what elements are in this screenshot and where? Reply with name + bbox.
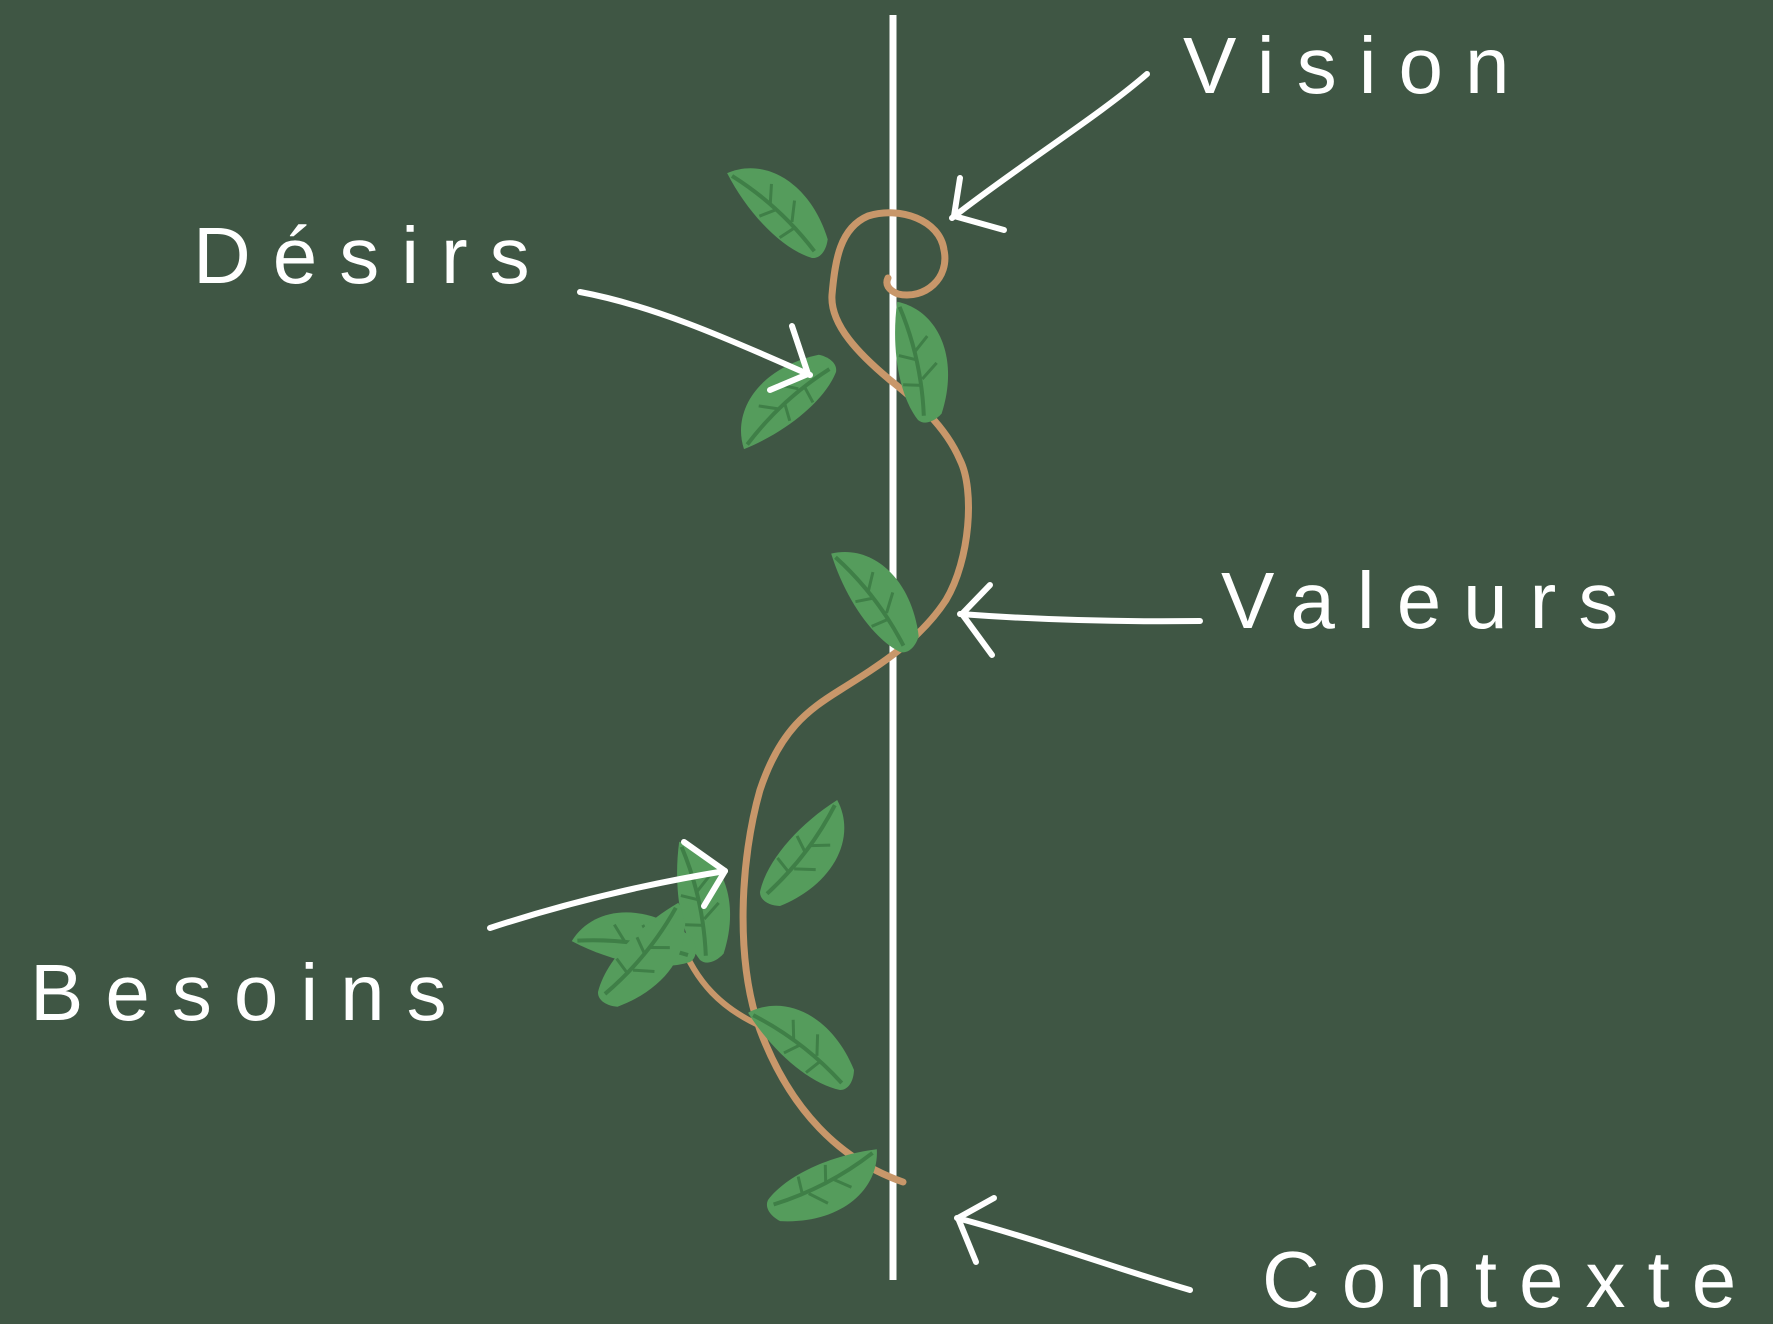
climbing-vine-icon xyxy=(571,152,972,1229)
leaf-icon xyxy=(739,800,865,911)
leaf-icon xyxy=(831,546,920,658)
contexte-arrow-icon xyxy=(957,1198,1190,1290)
label-vision: Vision xyxy=(1183,26,1531,106)
label-valeurs: Valeurs xyxy=(1221,561,1640,641)
label-desirs: Désirs xyxy=(193,216,552,296)
leaf-icon xyxy=(727,152,832,274)
vision-arrow-icon xyxy=(952,74,1147,230)
leaf-icon xyxy=(766,1140,878,1229)
leaf-icon xyxy=(861,301,972,427)
label-contexte: Contexte xyxy=(1262,1240,1758,1320)
label-besoins: Besoins xyxy=(30,953,469,1033)
valeurs-arrow-icon xyxy=(960,585,1200,655)
